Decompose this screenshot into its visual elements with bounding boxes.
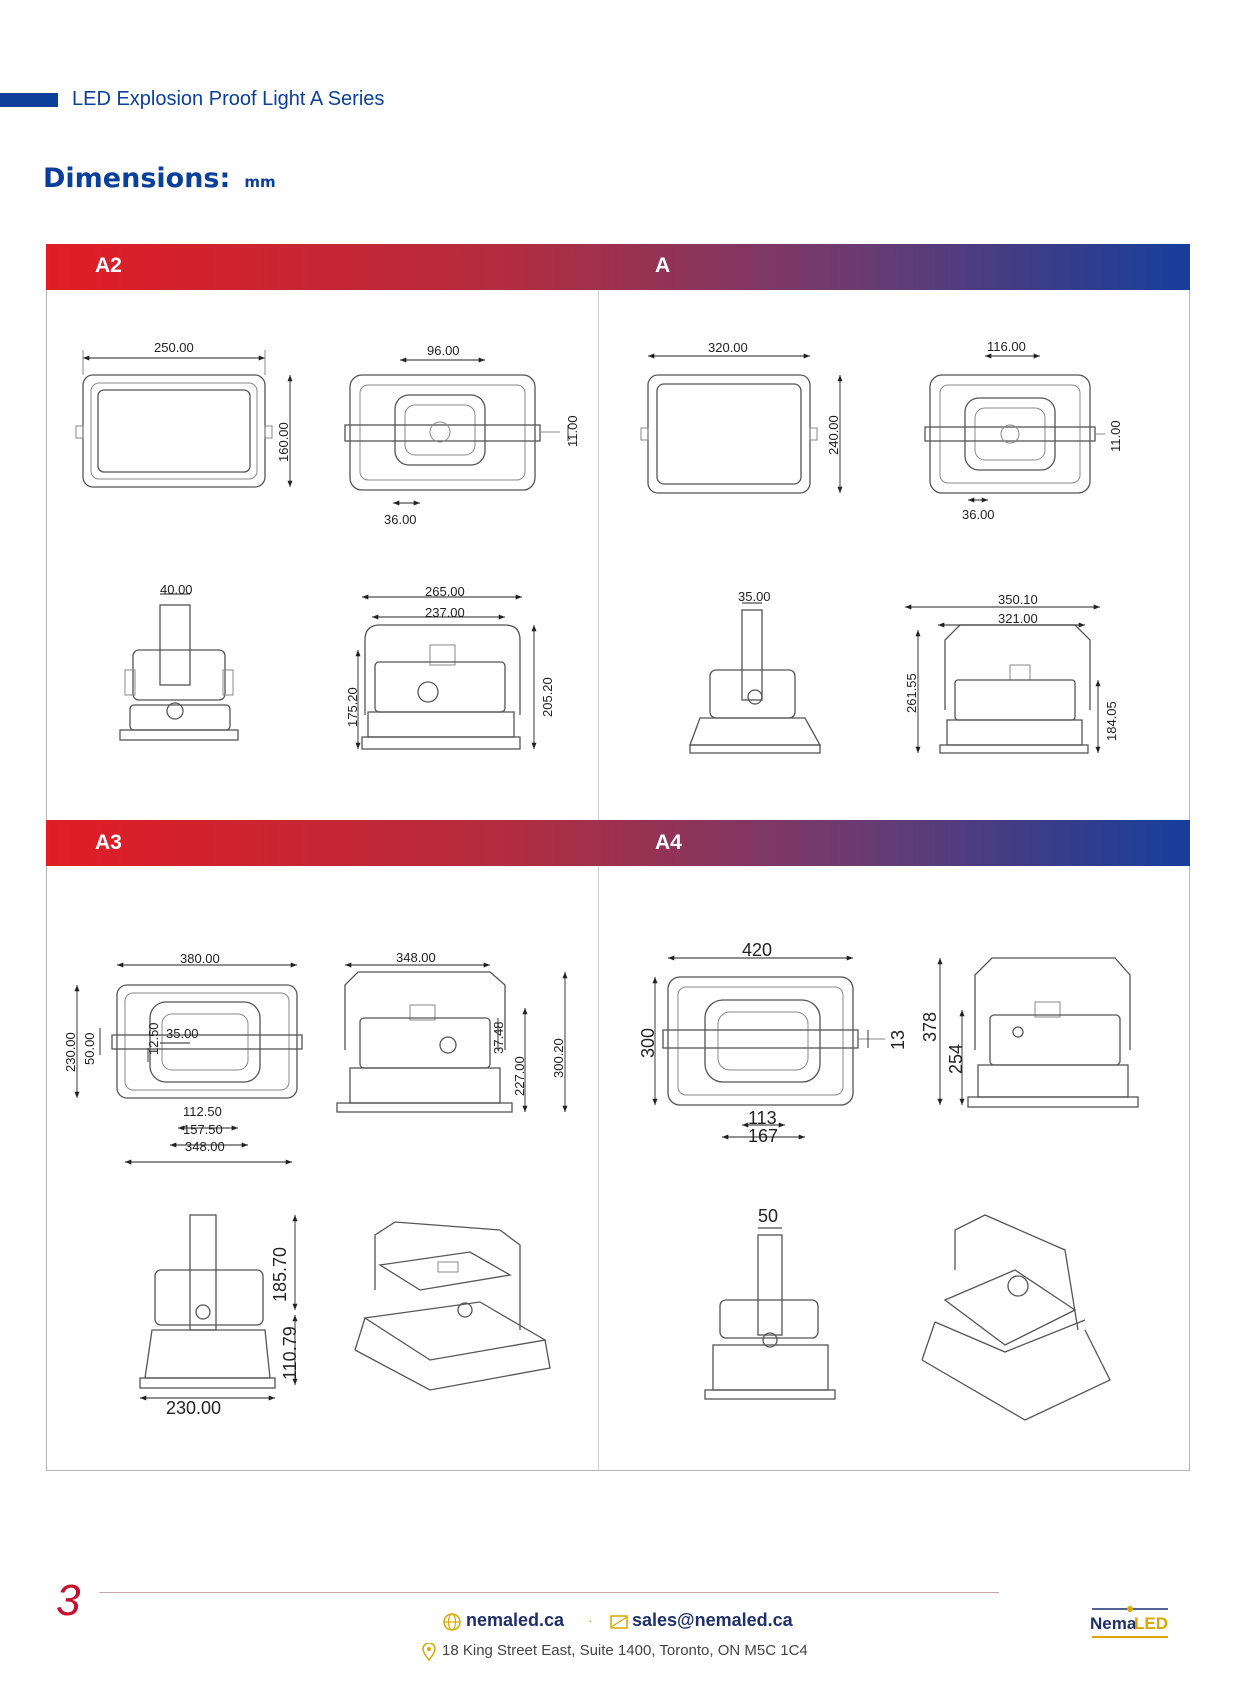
- dim-a2-bracket-outer: 265.00: [425, 584, 465, 599]
- panel-label-a2: A2: [95, 254, 122, 277]
- header-accent-bar: [0, 93, 58, 107]
- a4-side-view: [937, 957, 1139, 1108]
- a-bracket-view: [905, 604, 1101, 754]
- dim-a3-base-height: 110.79: [280, 1326, 300, 1380]
- dim-a3-stem-height: 185.70: [270, 1247, 290, 1302]
- globe-icon: [443, 1613, 461, 1631]
- panel-label-a: A: [655, 254, 671, 277]
- section-title: Dimensions: mm: [43, 163, 276, 194]
- dim-a4-body-height: 254: [946, 1044, 966, 1074]
- dim-a-total-height: 184.05: [1104, 701, 1119, 741]
- footer-divider: [99, 1592, 999, 1593]
- dim-a2-top-width: 96.00: [427, 343, 460, 358]
- dim-a-bolt: 36.00: [962, 507, 995, 522]
- dim-a4-bolt-inner: 113: [748, 1108, 777, 1128]
- panel-band-top: [46, 244, 1190, 290]
- a-top-view: [924, 353, 1105, 503]
- dim-a3-slot: 12.50: [146, 1022, 161, 1055]
- logo-text-nema: Nema: [1090, 1614, 1137, 1633]
- dim-a3-height: 230.00: [63, 1032, 78, 1072]
- dim-a3-bolt-outer: 157.50: [183, 1122, 223, 1137]
- dim-a-body-height: 261.55: [904, 673, 919, 713]
- dim-a3-width: 380.00: [180, 951, 220, 966]
- nemaled-logo: Nema LED: [1090, 1606, 1168, 1638]
- dim-a2-total-height: 205.20: [540, 677, 555, 717]
- dim-a2-width: 250.00: [154, 340, 194, 355]
- dim-a3-slot-width: 35.00: [166, 1026, 199, 1041]
- dim-a3-bolt-inner: 112.50: [183, 1104, 222, 1119]
- a4-front-view: [704, 1227, 836, 1400]
- dim-a2-bolt: 36.00: [384, 512, 417, 527]
- dim-a3-total-height: 300.20: [551, 1038, 566, 1078]
- email-link[interactable]: sales@nemaled.ca: [632, 1610, 793, 1630]
- panel-band-bottom: [46, 820, 1190, 866]
- dim-a-bracket-inner: 321.00: [998, 611, 1038, 626]
- dim-a3-inner-height: 50.00: [82, 1032, 97, 1065]
- series-title: LED Explosion Proof Light A Series: [72, 88, 385, 110]
- a-side-view: [689, 602, 822, 754]
- a2-top-view: [344, 357, 569, 506]
- dim-a4-width: 420: [742, 940, 772, 960]
- section-title-text: Dimensions:: [43, 163, 231, 194]
- dim-a4-bolt-outer: 167: [748, 1126, 778, 1146]
- a3-top-view: [74, 962, 303, 1165]
- dim-a2-bracket-inner: 237.00: [425, 605, 465, 620]
- dim-a-height: 240.00: [826, 415, 841, 455]
- panel-label-a3: A3: [95, 831, 122, 854]
- dim-a2-offset: 11.00: [565, 415, 580, 447]
- dim-a3-base-width: 348.00: [185, 1139, 225, 1154]
- dimension-labels: 250.00 160.00 96.00 11.00 36.00 40.00 26…: [63, 339, 1123, 1418]
- dim-a3-bracket-width: 348.00: [396, 950, 436, 965]
- a3-iso-view: [354, 1221, 551, 1391]
- dim-a4-total-height: 378: [920, 1012, 940, 1042]
- dim-a4-height: 300: [638, 1028, 658, 1058]
- address-text: 18 King Street East, Suite 1400, Toronto…: [442, 1642, 808, 1659]
- website-link[interactable]: nemaled.ca: [466, 1610, 565, 1630]
- logo-text-led: LED: [1134, 1614, 1168, 1633]
- a2-side-view: [119, 593, 239, 741]
- a4-iso-view: [921, 1214, 1111, 1421]
- dim-a2-stem: 40.00: [160, 582, 193, 597]
- a3-side-view: [336, 962, 568, 1113]
- dim-a-bracket-outer: 350.10: [998, 592, 1038, 607]
- mail-icon: [610, 1615, 628, 1629]
- dim-a-width: 320.00: [708, 340, 748, 355]
- dim-a4-offset: 13: [888, 1030, 908, 1050]
- a3-front-view: [139, 1214, 298, 1401]
- dim-a2-body-height: 175.20: [345, 687, 360, 727]
- dim-a4-stem: 50: [758, 1206, 778, 1226]
- dim-a-top-width: 116.00: [987, 339, 1026, 354]
- a2-front-view: [75, 350, 293, 488]
- a4-top-view: [652, 955, 885, 1140]
- footer-separator: ·: [588, 1612, 593, 1628]
- page-number: 3: [56, 1576, 81, 1625]
- location-pin-icon: [422, 1643, 436, 1661]
- dim-a-stem: 35.00: [738, 589, 771, 604]
- dim-a-offset: 11.00: [1108, 420, 1123, 452]
- a2-bracket-view: [355, 594, 537, 750]
- panel-label-a4: A4: [655, 831, 682, 854]
- dim-a3-box-height: 37.48: [491, 1021, 506, 1054]
- a-front-view: [640, 353, 843, 494]
- section-unit: mm: [244, 173, 276, 191]
- dim-a3-front-width: 230.00: [166, 1398, 221, 1418]
- dim-a3-body-height: 227.00: [512, 1056, 527, 1096]
- dim-a2-height: 160.00: [276, 422, 291, 462]
